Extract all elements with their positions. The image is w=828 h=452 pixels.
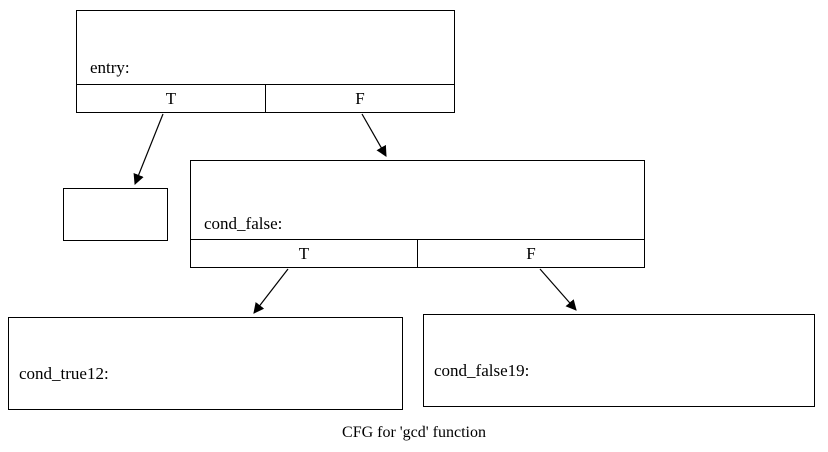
node-entry-code: entry: %tmp3 = icmp eq i32 %x, %y br i1 … [77, 11, 454, 84]
graph-caption: CFG for 'gcd' function [342, 424, 486, 441]
block-label: cond_false: [204, 214, 283, 233]
edge-entry-true-arrow [133, 113, 164, 186]
node-cond-false19: cond_false19: %tmp22 = sub i32 %x, %y %t… [423, 314, 815, 407]
node-cond-false: cond_false: %tmp9 = icmp ult i32 %x, %y … [190, 160, 645, 268]
node-entry: entry: %tmp3 = icmp eq i32 %x, %y br i1 … [76, 10, 455, 113]
block-label: return: [73, 236, 167, 240]
node-cond-true12-code: cond_true12: %tmp15 = sub i32 %y, %x %tm… [9, 318, 402, 409]
block-label: cond_false19: [434, 361, 530, 380]
node-return: return: ret i32 %x [63, 188, 168, 241]
block-label: entry: [90, 58, 130, 77]
node-cond-false-code: cond_false: %tmp9 = icmp ult i32 %x, %y … [191, 161, 644, 239]
node-return-code: return: ret i32 %x [64, 189, 167, 240]
branch-false-cell: F [265, 85, 454, 112]
edge-cond-false-true-arrow [253, 268, 289, 314]
block-label: cond_true12: [19, 364, 109, 383]
node-cond-true12: cond_true12: %tmp15 = sub i32 %y, %x %tm… [8, 317, 403, 410]
branch-true-cell: T [165, 88, 177, 108]
node-entry-branch-row: T F [77, 84, 454, 112]
node-cond-false-branch-row: T F [191, 239, 644, 267]
branch-false-cell: F [417, 240, 644, 267]
branch-true-cell: T [298, 243, 310, 263]
edge-entry-false-arrow [361, 113, 387, 157]
node-cond-false19-code: cond_false19: %tmp22 = sub i32 %x, %y %t… [424, 315, 814, 406]
edge-cond-false-false-arrow [539, 268, 577, 311]
